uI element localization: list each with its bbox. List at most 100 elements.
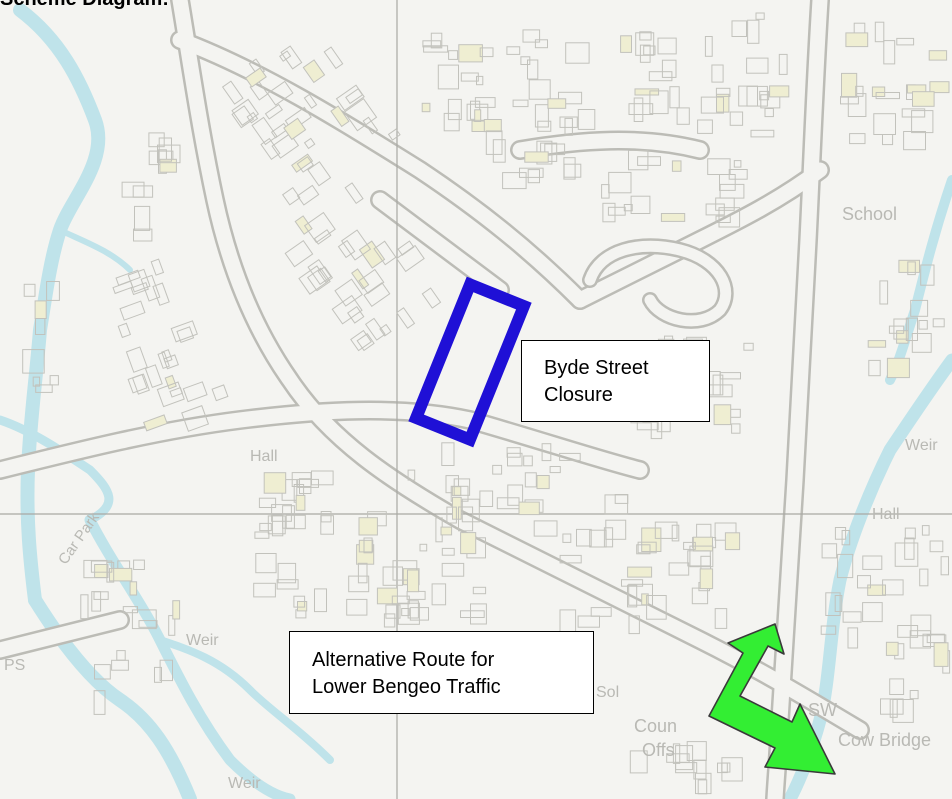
building: [668, 562, 690, 576]
building: [277, 562, 297, 584]
building: [131, 609, 157, 630]
building: [117, 322, 132, 339]
building: [705, 203, 725, 216]
building: [358, 517, 378, 536]
building: [447, 98, 462, 121]
building: [637, 541, 657, 554]
building: [460, 610, 485, 618]
building: [125, 346, 148, 373]
building: [285, 514, 306, 530]
building: [620, 35, 632, 53]
building: [470, 603, 487, 625]
building: [905, 317, 918, 342]
building-cluster: [559, 519, 741, 635]
building: [314, 588, 327, 613]
building: [602, 202, 616, 223]
building: [159, 659, 174, 682]
building: [669, 86, 680, 109]
building: [524, 472, 537, 488]
building: [629, 750, 648, 774]
building: [874, 21, 885, 43]
building-cluster: [880, 641, 951, 723]
building: [395, 244, 425, 273]
building: [747, 19, 760, 44]
label-sw: SW: [808, 700, 837, 720]
building: [904, 537, 915, 560]
building: [109, 567, 133, 582]
label-weir-right: Weir: [905, 437, 938, 454]
building: [407, 569, 420, 593]
building: [845, 32, 869, 48]
building: [654, 521, 678, 539]
building: [129, 581, 138, 596]
building: [466, 103, 489, 121]
building-footprints: [22, 12, 951, 795]
building: [182, 381, 208, 403]
building: [460, 532, 477, 555]
building: [907, 261, 916, 276]
building: [263, 472, 287, 494]
building: [483, 119, 502, 133]
building: [559, 452, 581, 461]
building: [382, 566, 404, 586]
building: [628, 103, 654, 115]
building: [313, 229, 332, 245]
building: [172, 600, 181, 620]
building: [547, 98, 567, 109]
building: [106, 561, 115, 583]
building-cluster: [620, 12, 790, 138]
building: [169, 386, 184, 398]
building: [692, 536, 713, 552]
building: [695, 772, 712, 795]
building: [512, 99, 529, 108]
building: [910, 299, 929, 317]
building: [912, 91, 935, 107]
building: [627, 566, 653, 578]
label-offs: Offs: [642, 740, 675, 760]
building: [111, 659, 129, 671]
building: [666, 753, 690, 763]
building: [518, 501, 540, 516]
building-cluster: [840, 21, 950, 151]
building: [358, 240, 386, 269]
building: [719, 372, 742, 380]
building: [23, 283, 36, 297]
building-cluster: [221, 45, 401, 206]
building: [296, 156, 314, 173]
building: [746, 57, 769, 74]
building: [911, 333, 932, 353]
building: [344, 182, 364, 205]
building-cluster: [629, 741, 743, 795]
building: [715, 87, 731, 97]
building: [347, 305, 365, 324]
building: [358, 268, 385, 295]
building: [929, 540, 944, 553]
building: [605, 519, 627, 540]
building: [855, 85, 864, 97]
building: [492, 464, 503, 475]
building: [711, 64, 724, 83]
label-cow-bridge: Cow Bridge: [838, 730, 932, 750]
building: [630, 195, 651, 214]
building: [888, 325, 905, 334]
building: [524, 151, 549, 163]
closure-callout: Byde Street Closure: [521, 340, 710, 422]
building: [689, 545, 714, 568]
building: [460, 72, 479, 82]
building: [132, 185, 154, 198]
building: [755, 12, 765, 20]
building: [643, 45, 656, 56]
building: [527, 169, 541, 184]
building: [649, 90, 669, 115]
building: [893, 318, 909, 340]
building: [719, 174, 736, 191]
building: [628, 149, 649, 171]
building: [461, 498, 480, 523]
building: [474, 97, 496, 108]
building: [544, 143, 566, 156]
building: [231, 105, 255, 129]
building: [35, 384, 53, 393]
building: [168, 615, 176, 636]
building: [847, 627, 859, 649]
building: [909, 690, 919, 700]
